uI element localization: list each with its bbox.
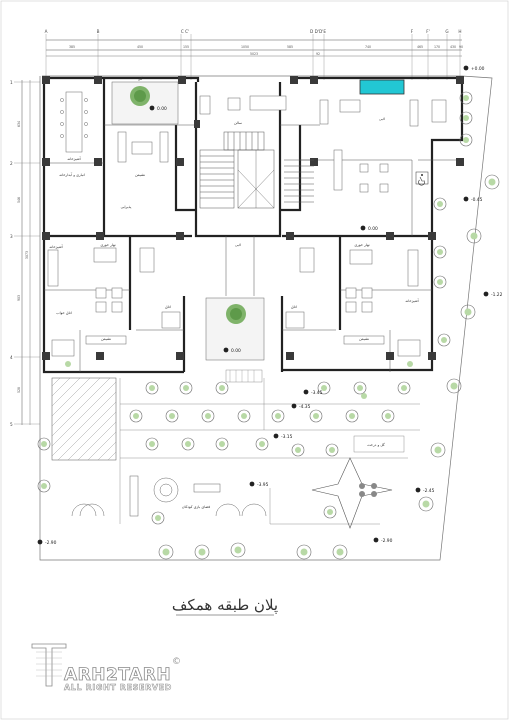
svg-text:0.00: 0.00 [231,348,241,354]
axis-label-4: 4 [10,355,13,360]
svg-text:+0.00: +0.00 [471,66,485,72]
dim-top-1: 385 [69,45,75,49]
label-yard-garden: گل و درخت [367,442,385,447]
label-c-room2: اتاق [291,305,297,309]
level-marker-steps-b: -3.15 [273,433,293,440]
central-core [199,131,314,209]
label-w-kitchen: آشپزخانه [49,244,63,249]
svg-text:-2.90: -2.90 [45,540,57,546]
svg-text:-3.15: -3.15 [281,434,293,440]
axis-label-g: G [445,29,448,34]
structural-columns [42,76,464,360]
pool [359,79,405,95]
courtyard-trees [111,81,265,361]
room-labels: گل آشپزخانه انباری و آبدارخانه نشیمن پذی… [49,76,419,341]
ramp-hatch [51,377,117,461]
label-nw-dining: پذیرایی [121,205,132,209]
svg-text:-0.45: -0.45 [471,197,483,203]
left-dimension-chain: 1 2 3 4 5 634 546 3073 903 528 [10,80,40,427]
drawing-title: پلان طبقه همکف [172,596,278,614]
dim-top-4: 1050 [241,45,249,49]
label-nw-living: نشیمن [135,173,145,177]
svg-text:0.00: 0.00 [157,106,167,112]
dim-top-9: 430 [450,45,456,49]
label-nw-hall: آشپزخانه [67,156,81,161]
axis-label-a: A [45,29,48,34]
axis-label-5: 5 [10,422,13,427]
axis-label-f2: F' [426,29,430,34]
dim-top-3: 155 [183,45,189,49]
level-markers: +0.00 -0.45 -1.22 0.00 0.00 0.00 -3.45 [37,65,503,546]
label-w-bed: اتاق خواب [56,311,71,315]
label-w-dining: نهار خوری [100,243,115,247]
wheelchair-icon [415,171,429,186]
level-marker-entrance: +0.00 [463,65,485,72]
svg-text:-4.35: -4.35 [299,404,311,410]
dim-top-total: 5023 [250,52,258,56]
dim-top-extra: 92 [316,52,320,56]
axis-label-b: B [97,29,100,34]
logo-copyright: © [172,657,181,667]
dim-top-6: 740 [365,45,371,49]
level-marker-playground: -3.95 [249,481,269,488]
axis-label-c: C C' [181,29,189,34]
level-marker-right-yard: -2.45 [415,487,435,494]
dim-left-1: 634 [17,121,21,127]
label-nw-service: انباری و آبدارخانه [59,172,85,177]
label-c-room: اتاق [165,305,171,309]
logo-brand: ARH2TARH [64,665,171,685]
level-marker-east-b: -1.22 [483,291,503,298]
axis-label-f: F [411,29,414,34]
axis-label-h: H [458,29,461,34]
building-outline [42,76,464,374]
level-marker-steps-a: -4.35 [291,403,311,410]
top-dimension-chain: A B C C' D D'D'E F F' G H 385 450 155 10… [45,29,463,80]
level-marker-south-left: -2.90 [37,539,57,546]
label-lobby-top: لابی [379,117,385,121]
svg-text:0.00: 0.00 [368,226,378,232]
label-e-living: نشیمن [359,337,369,341]
label-w-living: نشیمن [101,337,111,341]
level-marker-mid: -3.45 [303,389,323,396]
svg-text:-3.45: -3.45 [311,390,323,396]
svg-text:-1.22: -1.22 [491,292,503,298]
label-e-kitchen: آشپزخانه [405,298,419,303]
axis-label-1: 1 [10,80,13,85]
label-garden-top: گل [138,76,143,81]
playground [71,457,393,529]
axis-label-2: 2 [10,161,13,166]
dim-top-2: 450 [137,45,143,49]
dim-top-8: 170 [434,45,440,49]
dim-left-2: 546 [17,197,21,203]
level-marker-lobby: 0.00 [360,225,378,232]
furniture [47,91,447,357]
level-marker-east-a: -0.45 [463,196,483,203]
terrace-lines [119,369,420,525]
dim-left-4: 903 [17,295,21,301]
axis-label-d: D D'D'E [310,29,326,34]
company-logo: ARH2TARH ALL RIGHT RESERVED © [31,643,181,692]
dim-left-3: 3073 [25,251,29,259]
label-center-top: سالن [234,121,242,125]
level-marker-courtyard: 0.00 [223,347,241,354]
label-playground: فضای بازی کودکان [182,505,211,509]
dim-left-5: 528 [17,387,21,393]
axis-label-3: 3 [10,234,13,239]
dim-top-7: 465 [417,45,423,49]
svg-text:-2.90: -2.90 [381,538,393,544]
site-trees [37,91,500,560]
label-lobby-main: لابی [235,243,241,247]
level-marker-nw: 0.00 [149,105,167,112]
level-marker-south-right: -2.90 [373,537,393,544]
dim-top-10: 90 [459,45,463,49]
dim-top-5: 585 [287,45,293,49]
svg-text:-3.95: -3.95 [257,482,269,488]
logo-tagline: ALL RIGHT RESERVED [64,683,172,692]
label-e-dining: نهار خوری [354,243,369,247]
svg-text:-2.45: -2.45 [423,488,435,494]
